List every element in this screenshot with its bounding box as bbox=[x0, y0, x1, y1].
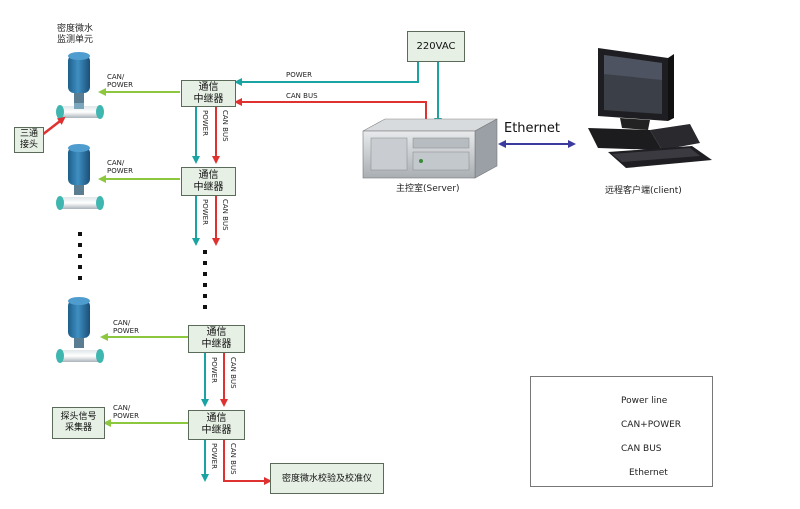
monitor-unit-label: 密度微水 监测单元 bbox=[57, 24, 93, 46]
repeater-4: 通信 中继器 bbox=[188, 410, 245, 440]
ethernet-label: Ethernet bbox=[504, 121, 560, 136]
can-power-3-line1: CAN/ bbox=[113, 319, 131, 327]
repeater-2-line2: 中继器 bbox=[193, 181, 224, 193]
legend-item-power-line: Power line bbox=[621, 396, 668, 406]
client-label: 远程客户端(client) bbox=[605, 186, 682, 196]
server-icon bbox=[362, 118, 498, 179]
three-way-connector-box: 三通 接头 bbox=[14, 127, 44, 153]
legend-item-can-power: CAN+POWER bbox=[621, 420, 682, 430]
server-label: 主控室(Server) bbox=[396, 184, 460, 194]
canbus-hlabel: CAN BUS bbox=[286, 92, 318, 100]
continuation-dots bbox=[78, 232, 207, 309]
repeater-2-line1: 通信 bbox=[198, 169, 219, 181]
power-vlabel-1: POWER bbox=[201, 110, 209, 136]
probe-label-line1: 探头信号 bbox=[60, 412, 97, 422]
three-way-arrow bbox=[41, 116, 66, 136]
repeater-1-line2: 中继器 bbox=[193, 93, 224, 105]
repeater-3-line1: 通信 bbox=[206, 327, 227, 338]
repeater-1-line1: 通信 bbox=[198, 81, 219, 93]
monitor-unit-label-line1: 密度微水 bbox=[57, 24, 94, 34]
repeater-3: 通信 中继器 bbox=[188, 325, 245, 353]
three-way-label-line1: 三通 bbox=[19, 129, 38, 139]
can-power-4-line2: POWER bbox=[113, 412, 139, 420]
probe-collector-box: 探头信号 采集器 bbox=[52, 407, 105, 439]
repeater-4-line1: 通信 bbox=[206, 413, 227, 424]
can-power-label-2: CAN/ POWER bbox=[107, 159, 133, 175]
can-power-label-4: CAN/ POWER bbox=[113, 404, 139, 420]
can-bus-vertical bbox=[212, 107, 272, 485]
can-power-arrows bbox=[98, 88, 188, 427]
vac-220-box: 220VAC bbox=[407, 31, 465, 62]
legend-item-can-bus: CAN BUS bbox=[621, 444, 662, 454]
repeater-2: 通信 中继器 bbox=[181, 167, 236, 196]
power-hlabel: POWER bbox=[286, 71, 312, 79]
repeater-4-line2: 中继器 bbox=[201, 425, 232, 436]
calibrator-label: 密度微水校验及校准仪 bbox=[281, 473, 372, 484]
client-computer-icon bbox=[588, 48, 712, 168]
canbus-vlabel-2: CAN BUS bbox=[221, 199, 229, 231]
power-vlabel-3: POWER bbox=[210, 357, 218, 383]
repeater-1: 通信 中继器 bbox=[181, 80, 236, 107]
power-line-vertical bbox=[192, 107, 209, 482]
monitor-unit-3 bbox=[56, 297, 104, 363]
can-power-2-line2: POWER bbox=[107, 167, 133, 175]
probe-label-line2: 采集器 bbox=[64, 423, 92, 433]
can-power-label-1: CAN/ POWER bbox=[107, 73, 133, 89]
repeater-3-line2: 中继器 bbox=[201, 339, 232, 350]
can-power-4-line1: CAN/ bbox=[113, 404, 131, 412]
monitor-unit-2 bbox=[56, 144, 104, 210]
three-way-label-line2: 接头 bbox=[19, 140, 38, 150]
monitor-unit-1 bbox=[56, 52, 104, 119]
canbus-vlabel-4: CAN BUS bbox=[229, 443, 237, 475]
calibrator-box: 密度微水校验及校准仪 bbox=[270, 463, 384, 494]
legend: Power line CAN+POWER CAN BUS Ethernet bbox=[530, 376, 713, 487]
monitor-unit-label-line2: 监测单元 bbox=[57, 35, 94, 45]
can-power-1-line1: CAN/ bbox=[107, 73, 125, 81]
power-vlabel-2: POWER bbox=[201, 199, 209, 225]
can-power-3-line2: POWER bbox=[113, 327, 139, 335]
can-power-2-line1: CAN/ bbox=[107, 159, 125, 167]
power-vlabel-4: POWER bbox=[210, 443, 218, 469]
can-power-label-3: CAN/ POWER bbox=[113, 319, 139, 335]
legend-item-ethernet: Ethernet bbox=[629, 468, 668, 478]
canbus-vlabel-3: CAN BUS bbox=[229, 357, 237, 389]
vac-220-label: 220VAC bbox=[416, 40, 456, 52]
server-can-bus-line bbox=[234, 98, 427, 124]
canbus-vlabel-1: CAN BUS bbox=[221, 110, 229, 142]
vac-feed-lines bbox=[234, 62, 442, 126]
can-power-1-line2: POWER bbox=[107, 81, 133, 89]
